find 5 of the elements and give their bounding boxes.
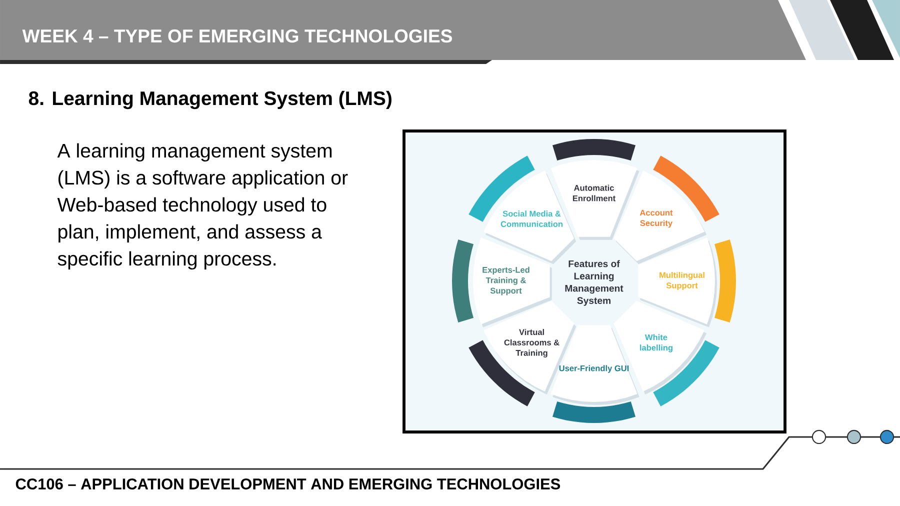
slide-title: WEEK 4 – TYPE OF EMERGING TECHNOLOGIES — [22, 29, 452, 43]
body-text: A learning management system (LMS) is a software application or Web-based technology used to plan, implement, and assess a specific learning process. — [57, 143, 348, 270]
node-label: Multilingual Support — [660, 272, 704, 290]
footer-text: CC106 – APPLICATION DEVELOPMENT AND EMERGING TECHNOLOGIES — [16, 478, 560, 490]
section-heading: 8. Learning Management System (LMS) — [28, 90, 392, 110]
